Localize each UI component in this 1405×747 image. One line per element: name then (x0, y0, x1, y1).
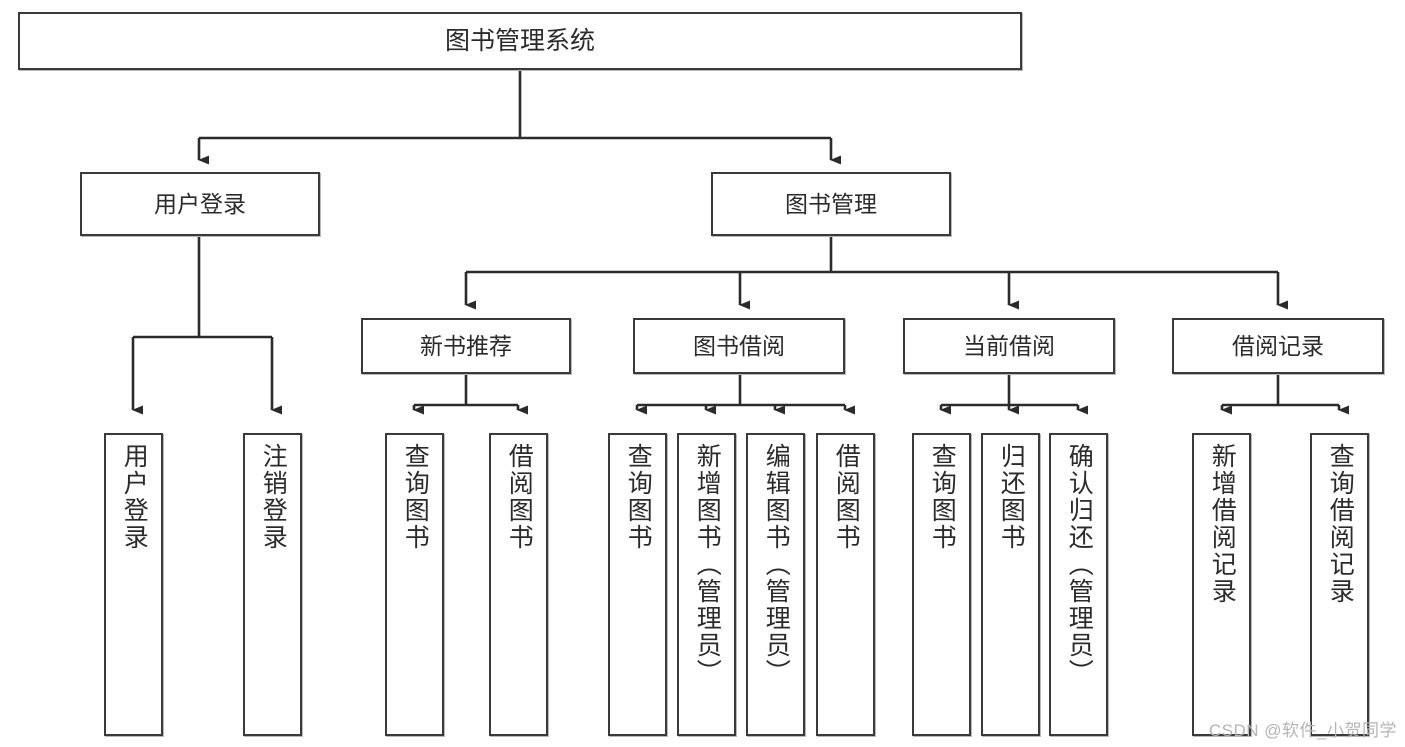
node-label: 查询图书 (624, 443, 653, 551)
leaf-query-book-borrow[interactable]: 查询图书 (608, 433, 667, 736)
node-label: 新增图书（管理员） (693, 443, 722, 686)
leaf-query-book-recommend[interactable]: 查询图书 (385, 433, 444, 736)
node-label: 新书推荐 (420, 332, 512, 359)
leaf-return-book[interactable]: 归还图书 (981, 433, 1040, 736)
leaf-user-login[interactable]: 用户登录 (104, 433, 163, 736)
node-label: 当前借阅 (963, 332, 1055, 359)
leaf-add-book-admin[interactable]: 新增图书（管理员） (677, 433, 736, 736)
node-label: 借阅图书 (832, 443, 861, 551)
watermark-text: CSDN @软件_小贺同学 (1208, 721, 1397, 740)
node-label: 图书借阅 (693, 332, 785, 359)
leaf-add-borrow-record[interactable]: 新增借阅记录 (1192, 433, 1251, 736)
node-label: 用户登录 (154, 190, 246, 217)
node-book-borrow[interactable]: 图书借阅 (633, 318, 845, 374)
node-label: 查询借阅记录 (1326, 443, 1355, 605)
node-label: 归还图书 (997, 443, 1026, 551)
leaf-borrow-book[interactable]: 借阅图书 (816, 433, 875, 736)
leaf-edit-book-admin[interactable]: 编辑图书（管理员） (746, 433, 805, 736)
node-label: 查询图书 (928, 443, 957, 551)
leaf-borrow-book-recommend[interactable]: 借阅图书 (489, 433, 548, 736)
node-user-login[interactable]: 用户登录 (80, 172, 320, 236)
node-label: 借阅图书 (505, 443, 534, 551)
node-label: 图书管理 (785, 190, 877, 217)
node-label: 用户登录 (120, 443, 149, 551)
node-label: 查询图书 (401, 443, 430, 551)
node-label: 新增借阅记录 (1208, 443, 1237, 605)
leaf-logout[interactable]: 注销登录 (243, 433, 302, 736)
node-borrow-records[interactable]: 借阅记录 (1172, 318, 1384, 374)
leaf-confirm-return-admin[interactable]: 确认归还（管理员） (1049, 433, 1108, 736)
node-label: 确认归还（管理员） (1065, 443, 1094, 686)
node-label: 借阅记录 (1232, 332, 1324, 359)
node-new-book-recommend[interactable]: 新书推荐 (361, 318, 571, 374)
node-label: 编辑图书（管理员） (762, 443, 791, 686)
leaf-query-book-current[interactable]: 查询图书 (912, 433, 971, 736)
node-label: 图书管理系统 (444, 26, 595, 55)
node-current-borrow[interactable]: 当前借阅 (903, 318, 1115, 374)
node-book-management[interactable]: 图书管理 (711, 172, 951, 236)
leaf-query-borrow-record[interactable]: 查询借阅记录 (1310, 433, 1369, 736)
node-label: 注销登录 (259, 443, 288, 551)
node-root-system[interactable]: 图书管理系统 (18, 12, 1022, 70)
